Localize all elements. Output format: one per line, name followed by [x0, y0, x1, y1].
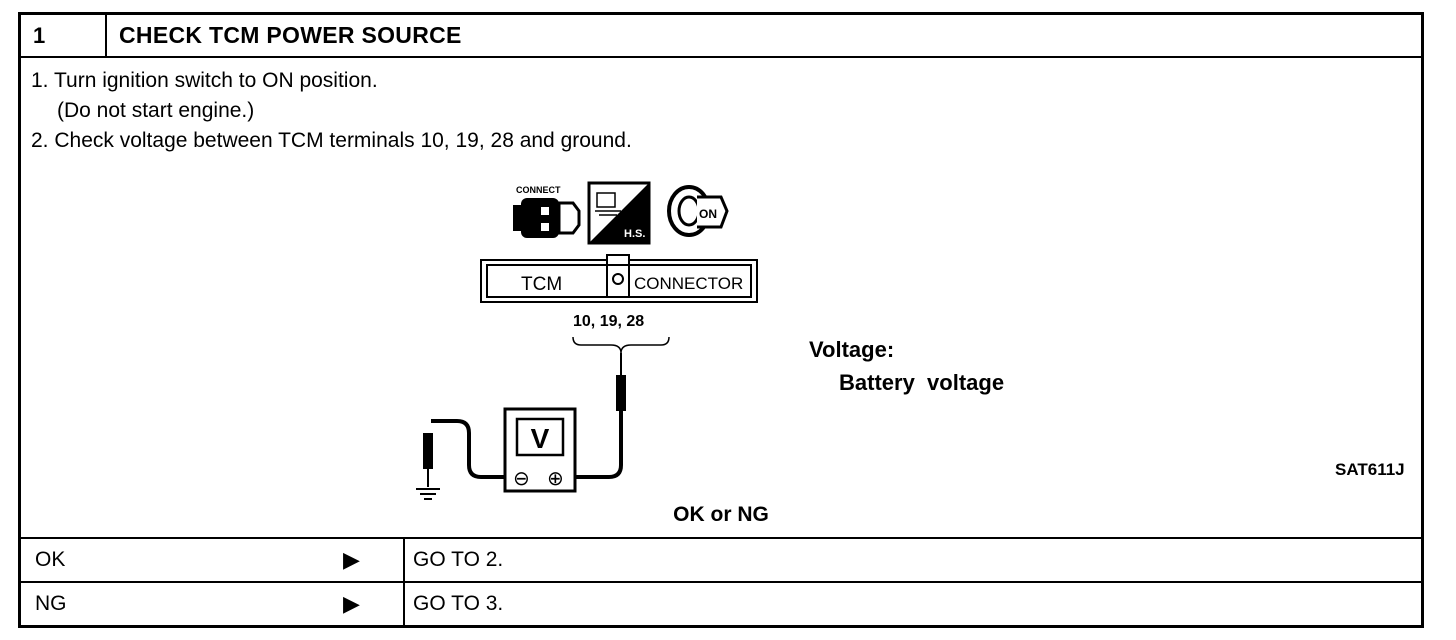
svg-text:ON: ON [699, 207, 717, 221]
svg-text:H.S.: H.S. [624, 228, 645, 240]
spec-value: Battery voltage [839, 370, 1005, 395]
svg-text:V: V [531, 423, 550, 454]
spec-title: Voltage: [809, 337, 895, 362]
arrow-right-icon: ▶ [343, 591, 360, 616]
step-title: CHECK TCM POWER SOURCE [119, 22, 462, 48]
minus-terminal: ⊖ [513, 466, 530, 490]
outcome-row-ok: OK ▶ GO TO 2. [21, 537, 1421, 581]
hs-icon: H.S. [587, 181, 651, 245]
outcome-condition: OK [35, 548, 66, 571]
figure-code: SAT611J [1335, 460, 1405, 479]
column-divider [403, 583, 405, 625]
outcome-action: GO TO 2. [413, 548, 504, 571]
ignition-on-icon: ON [667, 185, 729, 237]
instruction-2: 2. Check voltage between TCM terminals 1… [31, 129, 632, 152]
ground-icon [416, 488, 440, 500]
table-header: 1 CHECK TCM POWER SOURCE [21, 15, 1421, 58]
instruction-1: 1. Turn ignition switch to ON position. [31, 69, 378, 92]
inspection-table: 1 CHECK TCM POWER SOURCE 1. Turn ignitio… [18, 12, 1424, 628]
outcome-condition: NG [35, 592, 67, 615]
terminal-brace [572, 336, 670, 354]
tcm-connector: TCM CONNECTOR [480, 254, 758, 303]
positive-probe [616, 375, 626, 411]
svg-text:CONNECT: CONNECT [516, 185, 561, 195]
svg-text:CONNECTOR: CONNECTOR [634, 274, 743, 293]
plus-terminal: ⊕ [547, 466, 564, 490]
terminal-numbers: 10, 19, 28 [573, 313, 644, 330]
wiring-diagram: CONNECT H.S. ON [416, 181, 758, 500]
outcome-action: GO TO 3. [413, 592, 504, 615]
voltmeter: V ⊖ ⊕ [503, 407, 577, 493]
svg-text:TCM: TCM [521, 274, 562, 295]
result-prompt: OK or NG [673, 503, 769, 526]
step-number: 1 [21, 15, 107, 56]
connect-icon: CONNECT [513, 185, 581, 238]
negative-probe [423, 433, 433, 469]
outcome-row-ng: NG ▶ GO TO 3. [21, 581, 1421, 625]
column-divider [403, 539, 405, 581]
arrow-right-icon: ▶ [343, 547, 360, 572]
instruction-1-note: (Do not start engine.) [57, 99, 255, 122]
